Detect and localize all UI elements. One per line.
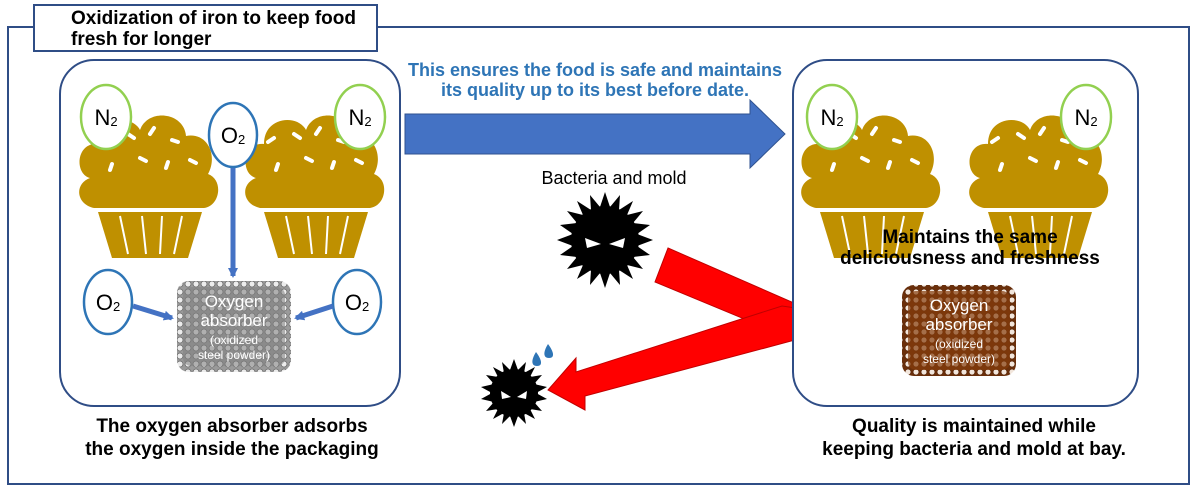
svg-text:(oxidized: (oxidized xyxy=(210,333,258,347)
svg-text:O2: O2 xyxy=(345,290,369,315)
right-caption-line2: keeping bacteria and mold at bay. xyxy=(822,439,1126,460)
svg-text:Oxygen: Oxygen xyxy=(930,296,989,315)
svg-text:N2: N2 xyxy=(820,105,843,130)
svg-text:steel powder): steel powder) xyxy=(923,352,995,366)
o2-molecule: O2 xyxy=(207,101,259,169)
top-message-line1: This ensures the food is safe and mainta… xyxy=(408,60,782,80)
svg-text:Oxygen: Oxygen xyxy=(205,292,264,311)
svg-text:N2: N2 xyxy=(1074,105,1097,130)
blue-progress-arrow xyxy=(404,98,786,170)
svg-text:N2: N2 xyxy=(348,105,371,130)
oxygen-absorber-brown: Oxygen absorber (oxidized steel powder) xyxy=(902,285,1016,376)
right-caption-line1: Quality is maintained while xyxy=(852,416,1096,437)
diagram-title: Oxidization of iron to keep food fresh f… xyxy=(33,4,378,52)
svg-text:absorber: absorber xyxy=(925,315,992,334)
top-message-line2: its quality up to its best before date. xyxy=(441,80,749,100)
freshness-line2: deliciousness and freshness xyxy=(840,248,1100,269)
o2-molecule: O2 xyxy=(82,268,134,336)
bacteria-label: Bacteria and mold xyxy=(541,168,686,188)
bacteria-icon xyxy=(557,192,653,288)
freshness-line1: Maintains the same xyxy=(882,227,1057,248)
n2-molecule: N2 xyxy=(805,83,859,151)
svg-text:O2: O2 xyxy=(96,290,120,315)
left-caption-line2: the oxygen inside the packaging xyxy=(85,439,379,460)
svg-text:N2: N2 xyxy=(94,105,117,130)
svg-text:(oxidized: (oxidized xyxy=(935,337,983,351)
svg-text:O2: O2 xyxy=(221,123,245,148)
o2-flow-arrow xyxy=(294,303,334,321)
sweat-drop-icon xyxy=(532,344,554,366)
outer-frame xyxy=(7,26,1190,485)
left-caption-line1: The oxygen absorber adsorbs xyxy=(96,416,367,437)
n2-molecule: N2 xyxy=(79,83,133,151)
svg-text:absorber: absorber xyxy=(200,311,267,330)
svg-text:steel powder): steel powder) xyxy=(198,348,270,362)
oxygen-absorber-gray: Oxygen absorber (oxidized steel powder) xyxy=(177,281,291,372)
diagram-title-text: Oxidization of iron to keep food fresh f… xyxy=(71,8,356,50)
n2-molecule: N2 xyxy=(333,83,387,151)
o2-flow-arrow xyxy=(132,303,174,321)
n2-molecule: N2 xyxy=(1059,83,1113,151)
small-bacteria-icon xyxy=(481,359,547,427)
o2-molecule: O2 xyxy=(331,268,383,336)
